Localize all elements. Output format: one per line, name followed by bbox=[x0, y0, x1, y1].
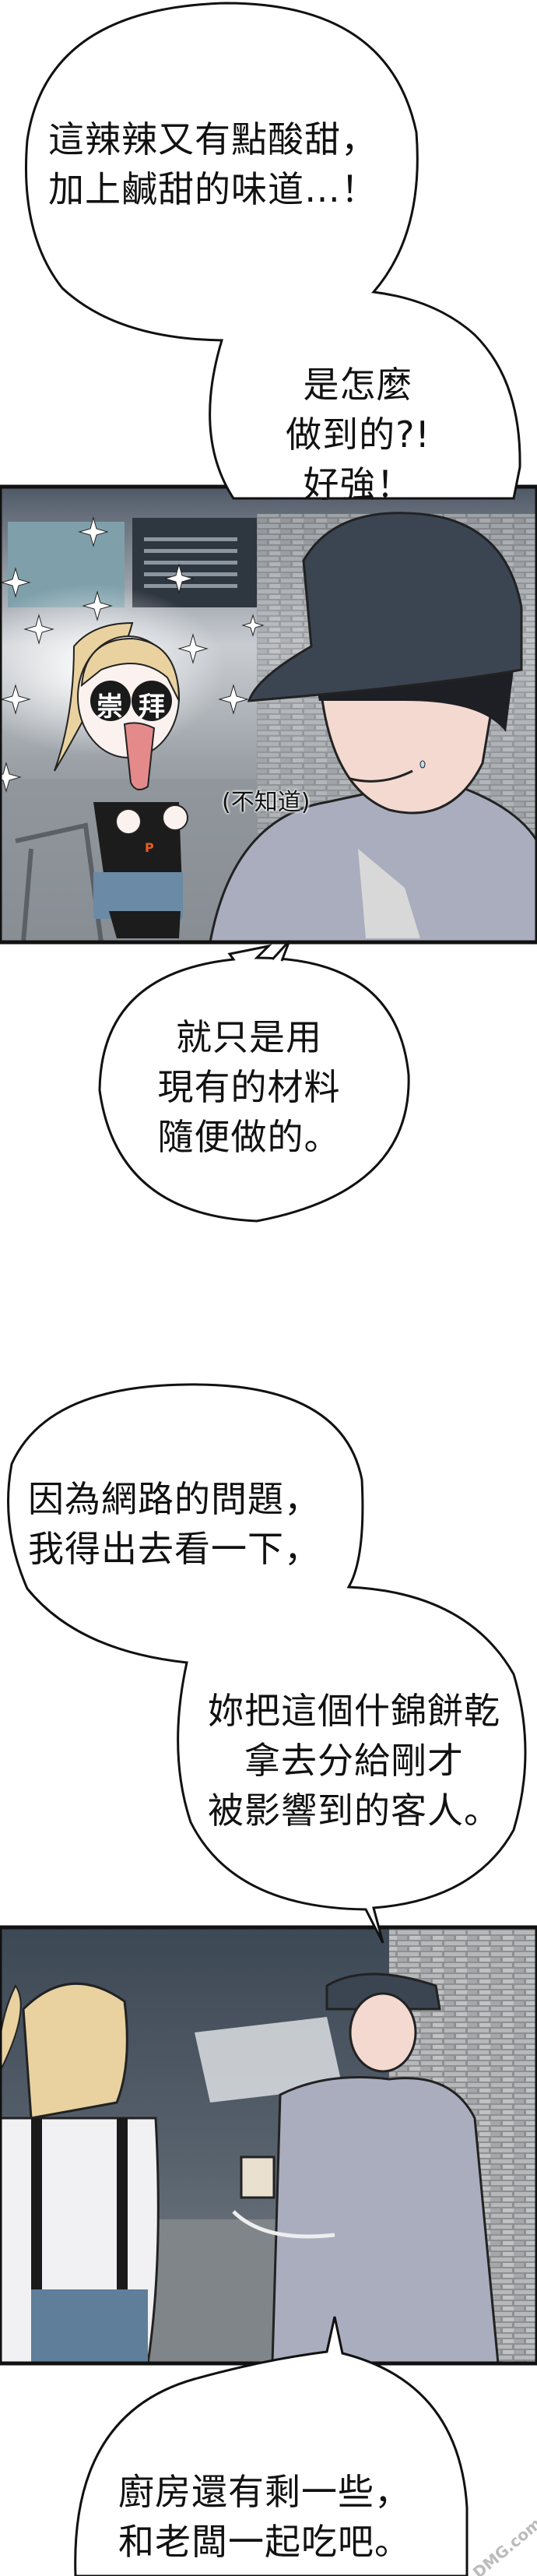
bubble-5-text: 妳把這個什錦餅乾 拿去分給剛才 被影響到的客人。 bbox=[179, 1686, 529, 1835]
sparkle-icons bbox=[0, 516, 265, 793]
speech-bubble-6 bbox=[74, 2316, 469, 2576]
bubble-line: 我得出去看一下， bbox=[28, 1528, 321, 1570]
speech-bubble-4 bbox=[7, 1383, 527, 1944]
girl-back-view bbox=[0, 1982, 160, 2365]
bubble-line: 廚房還有剩一些， bbox=[118, 2471, 411, 2513]
cup bbox=[240, 2155, 276, 2199]
bubble-line: 拿去分給剛才 bbox=[244, 1740, 464, 1782]
eye-text-left: 崇 bbox=[97, 692, 123, 723]
bubble-1-text: 這辣辣又有點酸甜， 加上鹹甜的味道…！ bbox=[48, 114, 377, 214]
eye-text-right: 拜 bbox=[139, 692, 165, 723]
bubble-line: 做到的?! bbox=[286, 413, 430, 456]
bubble-6-text: 廚房還有剩一些， 和老闆一起吃吧。 bbox=[118, 2467, 411, 2567]
apron-logo: P bbox=[145, 840, 154, 855]
man-character bbox=[209, 512, 537, 944]
bubble-line: 妳把這個什錦餅乾 bbox=[208, 1690, 500, 1732]
ceiling-light bbox=[195, 2017, 342, 2103]
speech-bubbles bbox=[7, 2, 527, 2576]
girl-character: P bbox=[54, 621, 188, 938]
man-standing bbox=[232, 1972, 500, 2365]
bubble-line: 和老闆一起吃吧。 bbox=[118, 2521, 411, 2563]
sound-effect-text: (不知道) bbox=[222, 789, 311, 816]
baseball-cap bbox=[247, 512, 523, 702]
bubble-line: 被影響到的客人。 bbox=[208, 1789, 500, 1832]
bubble-line: 隨便做的。 bbox=[157, 1116, 341, 1158]
bubble-3-text: 就只是用 現有的材料 隨便做的。 bbox=[132, 1012, 366, 1162]
bubble-line: 加上鹹甜的味道…！ bbox=[48, 168, 377, 210]
bubble-line: 這辣辣又有點酸甜， bbox=[48, 118, 377, 160]
bubble-line: 好強！ bbox=[303, 463, 413, 505]
panel-1: P bbox=[0, 484, 537, 945]
bubble-line: 因為網路的問題， bbox=[28, 1478, 321, 1520]
bubble-line: 是怎麼 bbox=[303, 364, 413, 406]
speech-bubble-1 bbox=[24, 2, 521, 500]
speech-bubble-3 bbox=[98, 944, 410, 1223]
panel-2 bbox=[0, 1925, 537, 2366]
bubble-line: 現有的材料 bbox=[157, 1066, 341, 1108]
bubble-2-text: 是怎麼 做到的?! 好強！ bbox=[265, 360, 451, 509]
bubble-line: 就只是用 bbox=[176, 1016, 322, 1058]
bubble-4-text: 因為網路的問題， 我得出去看一下， bbox=[28, 1474, 321, 1574]
